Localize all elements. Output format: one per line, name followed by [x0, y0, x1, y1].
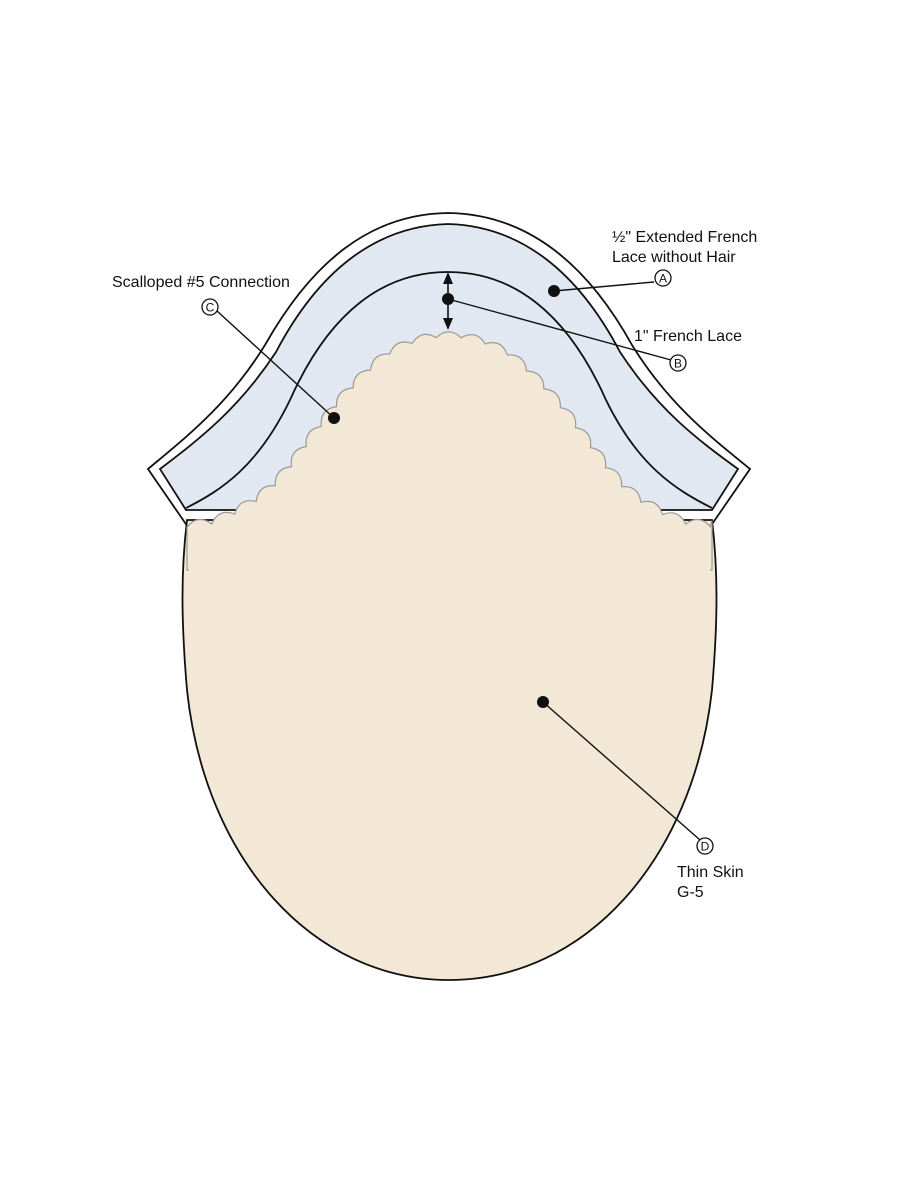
badge-b: B [669, 354, 687, 372]
anchor-dot-a [548, 285, 560, 297]
badge-c: C [201, 298, 219, 316]
leader-line-d [542, 701, 701, 841]
badge-a-letter: A [659, 272, 667, 286]
skin-cover [189, 540, 710, 580]
label-d-line1: Thin Skin [677, 864, 744, 881]
badge-d: D [696, 837, 714, 855]
anchor-dot-b [442, 293, 454, 305]
anchor-dot-d [537, 696, 549, 708]
label-d-line2: G-5 [677, 884, 704, 901]
badge-a: A [654, 269, 672, 287]
badge-d-letter: D [701, 840, 710, 854]
scallop-inner-edge [186, 331, 713, 571]
label-c-line1: Scalloped #5 Connection [112, 274, 290, 291]
badge-b-letter: B [674, 357, 682, 371]
scalloped-connection [186, 331, 713, 580]
label-a-line1: ½" Extended French [612, 229, 757, 246]
label-b-line1: 1" French Lace [634, 328, 742, 345]
label-a-line2: Lace without Hair [612, 249, 736, 266]
leader-line-c [216, 310, 335, 419]
badge-c-letter: C [206, 301, 215, 315]
thin-skin-base [181, 519, 718, 981]
anchor-dot-c [328, 412, 340, 424]
leader-line-b [447, 298, 672, 361]
leader-line-a [553, 281, 655, 292]
